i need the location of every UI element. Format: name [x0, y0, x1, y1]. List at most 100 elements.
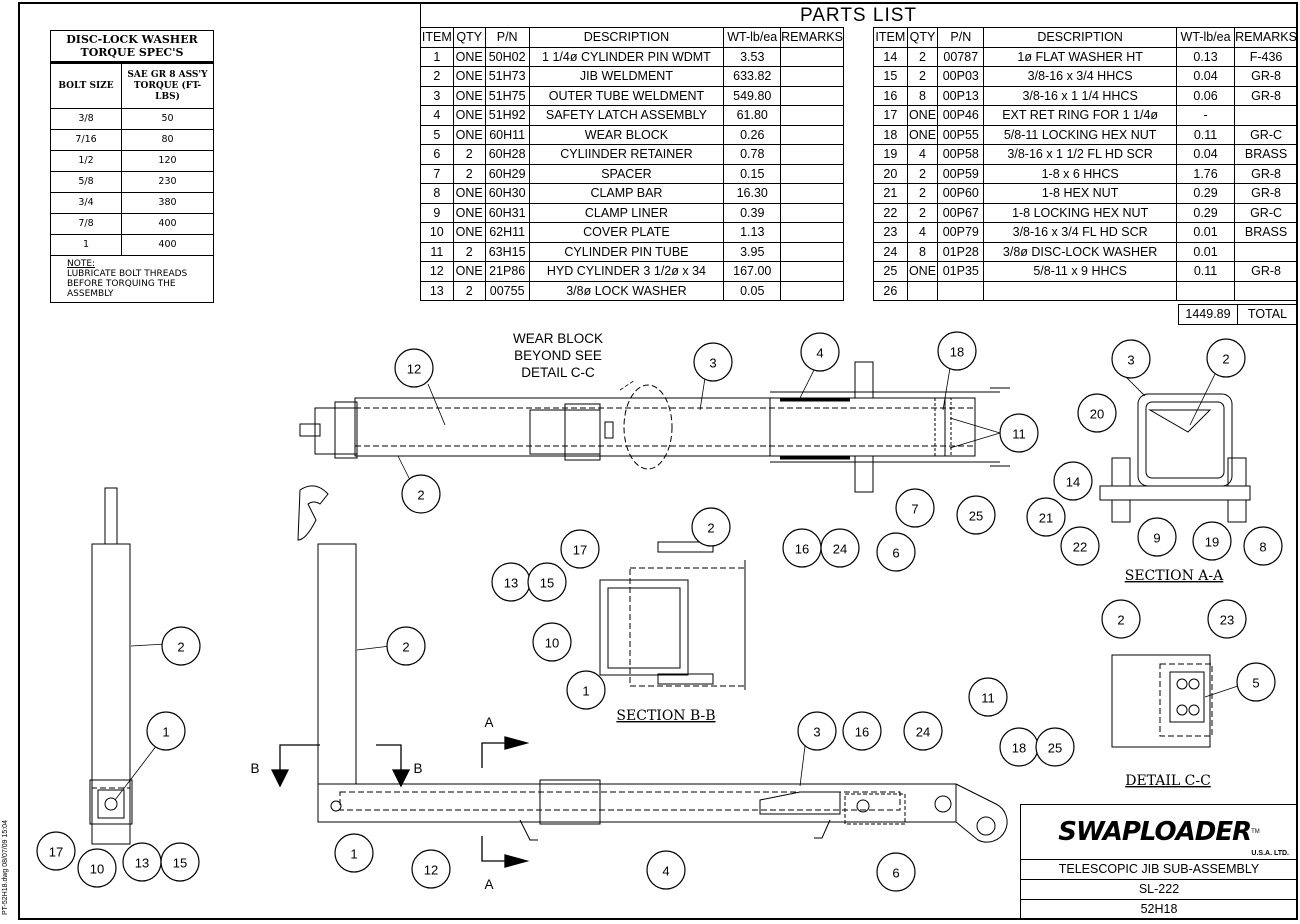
- balloon-circle: [691, 507, 731, 547]
- leader-lines: [114, 367, 1251, 801]
- model-number: SL-222: [1021, 879, 1297, 899]
- balloon-circle: [956, 495, 996, 535]
- balloon-circle: [1192, 521, 1232, 561]
- item-balloon: 13: [491, 562, 531, 602]
- item-balloon: 19: [1192, 521, 1232, 561]
- parts-cell: [1175, 280, 1236, 301]
- parts-cell: 00P60: [937, 183, 985, 204]
- balloon-number: 9: [1153, 531, 1160, 546]
- balloon-circle: [646, 850, 686, 890]
- item-balloon: 18: [999, 727, 1039, 767]
- end-view: [89, 487, 133, 845]
- parts-cell: ONE: [906, 261, 939, 282]
- parts-cell: 0.04: [1175, 144, 1236, 165]
- item-balloon: 25: [1035, 727, 1075, 767]
- column-header: QTY: [906, 27, 939, 48]
- balloon-circle: [1111, 339, 1151, 379]
- item-balloon: 6: [876, 852, 916, 892]
- torque-note: NOTE: LUBRICATE BOLT THREADS BEFORE TORQ…: [51, 256, 213, 302]
- balloon-number: 12: [407, 362, 421, 377]
- wear-block-note-1: WEAR BLOCK: [513, 331, 603, 346]
- balloon-circle: [386, 626, 426, 666]
- parts-cell: 00P59: [937, 163, 985, 184]
- torque-title-line1: DISC-LOCK WASHER: [66, 33, 198, 46]
- item-balloon: 1: [146, 711, 186, 751]
- balloon-circle: [1207, 599, 1247, 639]
- parts-cell: 01P28: [937, 241, 985, 262]
- balloon-circle: [937, 331, 977, 371]
- balloon-number: 13: [135, 856, 149, 871]
- balloon-circle: [77, 848, 117, 888]
- item-balloon: 16: [842, 711, 882, 751]
- item-balloon: 2: [161, 626, 201, 666]
- column-header: REMARKS: [780, 27, 844, 48]
- parts-cell: 1 1/4ø CYLINDER PIN WDMT: [528, 46, 725, 67]
- parts-cell: 26: [873, 280, 908, 301]
- item-balloon: 22: [1060, 526, 1100, 566]
- balloon-circle: [1077, 393, 1117, 433]
- parts-list-title: PARTS LIST: [420, 3, 1297, 27]
- parts-cell: 633.82: [723, 66, 782, 87]
- item-balloon: 24: [903, 711, 943, 751]
- column-header: P/N: [937, 27, 985, 48]
- balloon-number: 7: [911, 502, 918, 517]
- balloon-number: 12: [424, 863, 438, 878]
- parts-cell: 1.76: [1175, 163, 1236, 184]
- balloon-number: 11: [1012, 427, 1026, 442]
- balloon-number: 6: [892, 866, 899, 881]
- item-balloon: 4: [646, 850, 686, 890]
- balloon-number: 10: [545, 636, 559, 651]
- balloon-circle: [560, 529, 600, 569]
- parts-cell: ONE: [452, 202, 486, 223]
- parts-cell: GR-8: [1234, 163, 1298, 184]
- item-balloon: 2: [1101, 599, 1141, 639]
- balloon-circle: [1060, 526, 1100, 566]
- balloon-circle: [1101, 599, 1141, 639]
- balloon-circle: [1243, 526, 1283, 566]
- balloon-circle: [161, 626, 201, 666]
- item-balloon: 13: [122, 842, 162, 882]
- section-aa-label: SECTION A-A: [1125, 568, 1224, 584]
- balloon-circle: [903, 711, 943, 751]
- balloon-circle: [782, 528, 822, 568]
- balloon-number: 2: [1117, 613, 1124, 628]
- item-balloon: 12: [411, 849, 451, 889]
- parts-cell: SAFETY LATCH ASSEMBLY: [528, 105, 725, 126]
- note-title: NOTE:: [67, 259, 96, 269]
- balloon-number: 1: [582, 684, 589, 699]
- balloon-circle: [1236, 662, 1276, 702]
- parts-cell: CYLINDER PIN TUBE: [528, 241, 725, 262]
- balloon-number: 3: [709, 356, 716, 371]
- parts-cell: ONE: [452, 124, 486, 145]
- parts-cell: 00755: [484, 280, 530, 301]
- parts-cell: 3.95: [723, 241, 782, 262]
- balloon-number: 2: [707, 521, 714, 536]
- parts-cell: ONE: [452, 183, 486, 204]
- cut-b-right: B: [413, 761, 422, 776]
- balloon-circle: [800, 332, 840, 372]
- section-bb-label: SECTION B-B: [616, 708, 715, 724]
- balloon-circle: [999, 413, 1039, 453]
- balloon-circle: [968, 677, 1008, 717]
- item-balloon: 23: [1207, 599, 1247, 639]
- note-text: LUBRICATE BOLT THREADS BEFORE TORQUING T…: [67, 269, 188, 299]
- torque-value: 400: [121, 234, 213, 256]
- logo-tm: TM: [1251, 829, 1260, 835]
- balloon-number: 2: [417, 488, 424, 503]
- balloon-number: 15: [540, 576, 554, 591]
- item-balloon: 2: [691, 507, 731, 547]
- item-balloon: 20: [1077, 393, 1117, 433]
- balloon-number: 16: [795, 542, 809, 557]
